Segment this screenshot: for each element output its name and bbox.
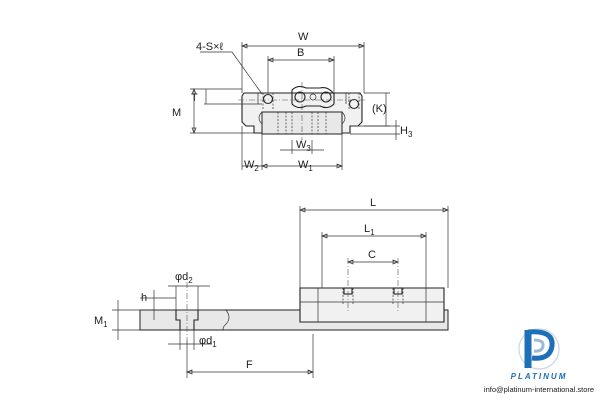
block-length-l-label: L [370, 197, 376, 209]
rail-height-h3-label: H3 [400, 125, 413, 139]
hole-spec-label: 4-S×ℓ [196, 41, 224, 53]
body-length-l1-label: L1 [364, 223, 375, 237]
pitch-b-label: B [297, 47, 304, 59]
pitch-c-label: C [368, 249, 376, 261]
brand-logo: PLATINUM info@platinum-international.sto… [480, 322, 598, 398]
ball-retainer [291, 85, 335, 109]
rail-width-w3-label: W3 [296, 139, 311, 153]
front-dimensions [190, 42, 400, 170]
ball-right [320, 91, 332, 103]
bolt-hole-dia-label: φd1 [199, 335, 217, 349]
height-m-label: M [172, 107, 181, 119]
brand-website[interactable]: info@platinum-international.store [483, 385, 595, 394]
rail-height-m1-label: M1 [94, 315, 108, 329]
side-view [139, 258, 449, 340]
tap-hole-right [348, 98, 360, 110]
tap-depth-t-label: T [191, 92, 198, 104]
counterbore-dia-label: φd2 [175, 271, 193, 285]
width-w-label: W [298, 31, 309, 43]
side-block [299, 287, 445, 323]
front-view [238, 82, 366, 140]
brand-name: PLATINUM [510, 372, 568, 381]
platinum-logo-icon [518, 328, 560, 370]
edge-w2-label: W2 [244, 159, 259, 173]
ball-left [294, 91, 306, 103]
tap-hole-left [262, 93, 274, 105]
counterbore-depth-label: h [141, 292, 147, 304]
k-dim-label: (K) [372, 103, 387, 115]
hole-pitch-f-label: F [246, 359, 253, 371]
side-dimensions [112, 206, 449, 378]
rail-total-w1-label: W1 [298, 159, 313, 173]
